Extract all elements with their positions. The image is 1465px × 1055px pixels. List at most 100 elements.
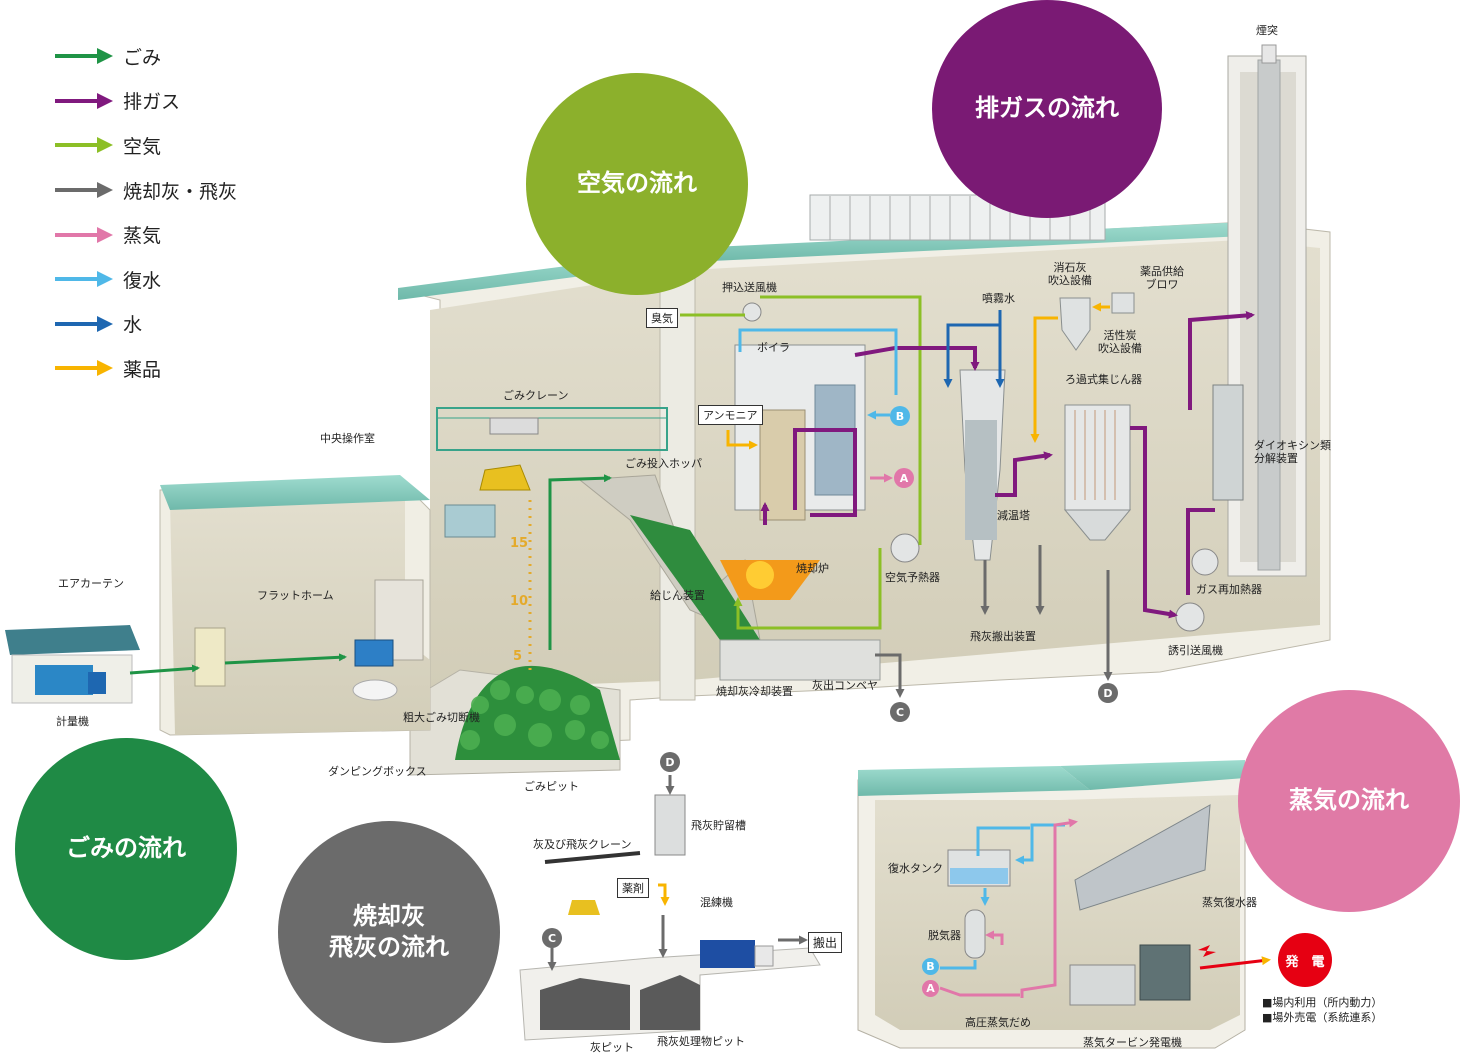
label-slaked-lime: 消石灰 吹込設備	[1048, 261, 1092, 287]
label-air-preheater: 空気予熱器	[885, 571, 940, 584]
legend-label: 薬品	[123, 358, 162, 381]
legend-row: ごみ	[55, 34, 237, 79]
label-activated-carbon: 活性炭 吹込設備	[1098, 329, 1142, 355]
bag-filter-unit	[1063, 404, 1132, 541]
marker-a-boiler: A	[894, 468, 914, 488]
label-scale: 計量機	[56, 715, 89, 728]
spark-icon	[1198, 945, 1216, 957]
legend-arrow-icon	[55, 315, 113, 332]
label-treated-pit: 飛灰処理物ピット	[657, 1035, 745, 1048]
circle-air-flow: 空気の流れ	[526, 73, 748, 295]
label-induced-fan: 誘引送風機	[1168, 644, 1223, 657]
label-condensate-tank: 復水タンク	[888, 862, 943, 875]
circle-air-line1: 空気の流れ	[577, 169, 697, 198]
legend-arrow-icon	[55, 271, 113, 288]
gas-reheater-fan	[1191, 548, 1219, 576]
label-hopper: ごみ投入ホッパ	[625, 457, 702, 470]
label-fly-ash-silo: 飛灰貯留槽	[691, 819, 746, 832]
label-ammonia: アンモニア	[698, 405, 763, 425]
label-crusher: 粗大ごみ切断機	[403, 711, 480, 724]
lime-silo	[1059, 297, 1091, 351]
note-grid-sale: ■場外売電（系統連系）	[1262, 1010, 1383, 1024]
circle-exhaust-flow: 排ガスの流れ	[932, 0, 1162, 218]
scale-mark-5: 5	[513, 649, 523, 664]
circle-ash-line2: 飛灰の流れ	[329, 933, 449, 961]
label-hp-header: 高圧蒸気だめ	[965, 1016, 1031, 1029]
legend-label: 空気	[123, 135, 162, 158]
label-boiler: ボイラ	[757, 341, 790, 354]
marker-b-boiler: B	[890, 406, 910, 426]
circle-ash-flow: 焼却灰飛灰の流れ	[278, 821, 500, 1043]
turbine-building	[857, 760, 1246, 1049]
marker-c-main: C	[890, 702, 910, 722]
marker-b-turbine: B	[922, 958, 939, 975]
circle-ash-line1: 焼却灰	[353, 901, 425, 930]
label-incinerator: 焼却炉	[796, 562, 829, 575]
label-ash-crane: 灰及び飛灰クレーン	[533, 838, 632, 851]
label-air-curtain: エアカーテン	[58, 577, 124, 590]
label-chem-blower: 薬品供給 ブロワ	[1140, 265, 1184, 291]
boiler-furnace	[719, 344, 881, 681]
label-mixer: 混練機	[700, 896, 733, 909]
legend-arrow-icon	[55, 360, 113, 377]
label-crane: ごみクレーン	[503, 389, 569, 402]
scale-mark-15: 15	[510, 536, 529, 551]
power-usage-notes: ■場内利用（所内動力） ■場外売電（系統連系）	[1262, 996, 1382, 1026]
label-deaerator: 脱気器	[928, 929, 961, 942]
label-ash-cooler: 焼却灰冷却装置	[716, 685, 793, 698]
legend-arrow-icon	[55, 226, 113, 243]
marker-d-ash: D	[660, 752, 680, 772]
label-pit: ごみピット	[524, 780, 579, 793]
marker-a-turbine: A	[922, 980, 939, 997]
circle-exhaust-line1: 排ガスの流れ	[975, 94, 1119, 123]
label-dioxin: ダイオキシン類 分解装置	[1254, 439, 1331, 465]
induced-fan-unit	[1175, 602, 1205, 632]
ash-treatment-area	[519, 794, 821, 1041]
flow-water	[943, 310, 1005, 388]
label-fly-ash-conveyor: 飛灰搬出装置	[970, 630, 1036, 643]
label-cooling-tower: 減温塔	[997, 509, 1030, 522]
cooling-tower	[959, 369, 1006, 561]
label-turbine: 蒸気タービン発電機	[1083, 1036, 1182, 1049]
legend-row: 復水	[55, 257, 237, 302]
flow-waste	[129, 474, 612, 675]
crane-rail	[436, 407, 668, 491]
carbon-silo	[1111, 292, 1135, 314]
flow-steam	[870, 473, 1078, 998]
label-gas-reheater: ガス再加熱器	[1196, 583, 1262, 596]
circle-steam-line1: 蒸気の流れ	[1289, 786, 1409, 815]
label-condenser: 蒸気復水器	[1202, 896, 1257, 909]
circle-steam-flow: 蒸気の流れ	[1238, 690, 1460, 912]
platform-building	[159, 475, 431, 736]
push-fan-unit	[742, 302, 762, 322]
power-generation-badge: 発 電	[1278, 933, 1332, 987]
label-ash-pit: 灰ピット	[590, 1041, 634, 1054]
legend-row: 排ガス	[55, 79, 237, 124]
flow-chemical	[658, 302, 1110, 906]
label-spray-water: 噴霧水	[982, 292, 1015, 305]
legend-label: 復水	[123, 269, 162, 292]
legend-arrow-icon	[55, 92, 113, 109]
legend-row: 空気	[55, 123, 237, 168]
label-feeder: 給じん装置	[650, 589, 705, 602]
flow-exhaust	[760, 310, 1255, 619]
legend-row: 薬品	[55, 346, 237, 391]
legend: ごみ排ガス空気焼却灰・飛灰蒸気復水水薬品	[55, 34, 237, 391]
circle-waste-line1: ごみの流れ	[66, 834, 186, 863]
flow-air	[680, 295, 922, 630]
label-odor: 臭気	[646, 308, 678, 328]
control-room-window	[444, 504, 496, 538]
marker-c-ash: C	[542, 928, 562, 948]
marker-d-main: D	[1098, 683, 1118, 703]
label-chimney: 煙突	[1256, 24, 1278, 37]
legend-row: 水	[55, 302, 237, 347]
label-bag-filter: ろ過式集じん器	[1065, 373, 1142, 386]
legend-label: 焼却灰・飛灰	[123, 180, 238, 203]
legend-label: 蒸気	[123, 225, 162, 248]
label-control-room: 中央操作室	[320, 432, 375, 445]
power-arrow	[1199, 956, 1271, 970]
legend-label: ごみ	[123, 46, 162, 69]
waste-pit	[409, 474, 761, 776]
